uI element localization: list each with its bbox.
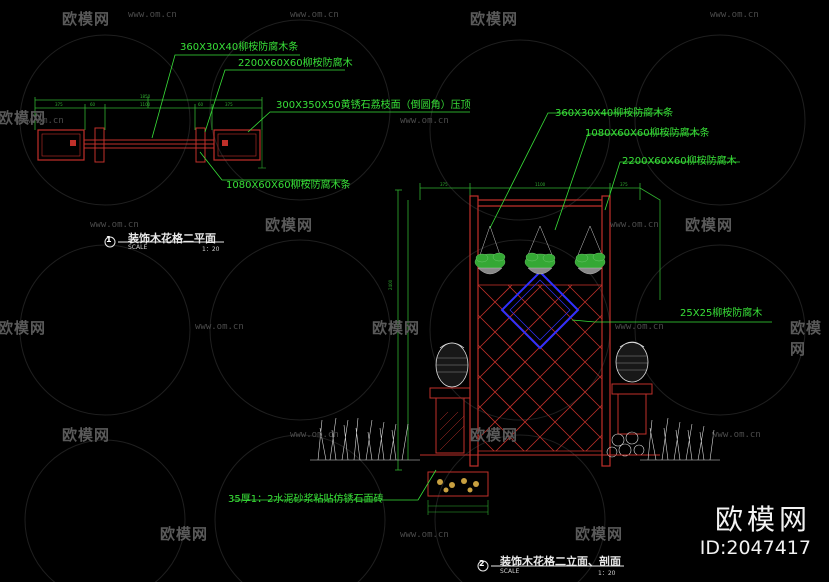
elev-label-lath: 360X30X40柳桉防腐木条 — [555, 108, 674, 119]
plan-label-coping: 300X350X50黄锈石荔枝面（倒圆角）压顶 — [276, 100, 471, 111]
svg-text:1100: 1100 — [535, 182, 546, 187]
elevation-scale-value: 1：20 — [598, 570, 616, 577]
elev-label-lattice: 25X25柳桉防腐木 — [680, 308, 763, 319]
watermark-brand: 欧模网 — [685, 216, 734, 234]
watermark-url: www.om.cn — [712, 430, 761, 440]
svg-text:2400: 2400 — [388, 279, 393, 290]
watermark-brand: 欧模网 — [265, 216, 314, 234]
grass — [310, 417, 720, 461]
watermark-url: www.om.cn — [710, 10, 759, 20]
watermark-brand: 欧模网 — [372, 319, 421, 337]
lattice — [477, 284, 603, 452]
watermark-brand: 欧模网 — [575, 525, 624, 543]
watermark-brand: 欧模网 — [160, 525, 209, 543]
svg-text:375: 375 — [55, 102, 63, 107]
elev-label-tile: 35厚1：2水泥砂浆粘贴仿锈石面砖 — [228, 494, 384, 505]
svg-text:1100: 1100 — [140, 102, 151, 107]
watermark-circles — [19, 19, 806, 582]
elevation-title: 装饰木花格二立面、剖面 — [500, 555, 621, 568]
plan-label-lath: 360X30X40柳桉防腐木条 — [180, 42, 299, 53]
watermark-brand: 欧模网 — [0, 109, 47, 127]
svg-text:375: 375 — [225, 102, 233, 107]
watermark-url: www.om.cn — [290, 10, 339, 20]
elevation-scale-label: SCALE — [500, 568, 520, 575]
svg-text:60: 60 — [198, 102, 204, 107]
svg-text:375: 375 — [440, 182, 448, 187]
watermark-url: www.om.cn — [615, 322, 664, 332]
watermark-url: www.om.cn — [400, 530, 449, 540]
plan-label-rail: 1080X60X60柳桉防腐木条 — [226, 180, 351, 191]
watermark-brand-large: 欧模网 — [714, 503, 811, 536]
watermark-url: www.om.cn — [195, 322, 244, 332]
plant-foliage — [474, 252, 606, 271]
watermark-brand: 欧模网 — [790, 319, 823, 358]
plan-scale-label: SCALE — [128, 244, 148, 251]
watermark-brand: 欧模网 — [0, 319, 47, 337]
elev-label-rail: 1080X60X60柳桉防腐木条 — [585, 128, 710, 139]
watermark-url: www.om.cn — [610, 220, 659, 230]
svg-text:1850: 1850 — [140, 94, 151, 99]
watermark-brand: 欧模网 — [62, 10, 111, 28]
elevation-view: 375 1100 375 2400 — [232, 112, 772, 572]
plan-view: 1850 375 60 1100 60 375 — [34, 54, 470, 248]
plan-scale-value: 1：20 — [202, 246, 220, 253]
right-urn — [615, 341, 649, 383]
watermark-url: www.om.cn — [15, 116, 64, 126]
watermark-url: www.om.cn — [290, 430, 339, 440]
elevation-number: 2 — [479, 559, 485, 568]
watermark-id: ID:2047417 — [699, 537, 811, 559]
plan-label-post: 2200X60X60柳桉防腐木 — [238, 58, 353, 69]
watermark-url: www.om.cn — [90, 220, 139, 230]
svg-text:375: 375 — [620, 182, 628, 187]
hanging-baskets — [479, 225, 603, 256]
plan-number: 1 — [106, 235, 112, 244]
svg-text:60: 60 — [90, 102, 96, 107]
plan-title: 装饰木花格二平面 — [128, 232, 216, 245]
watermark-brand: 欧模网 — [470, 426, 519, 444]
watermark-url: www.om.cn — [128, 10, 177, 20]
elev-label-post: 2200X60X60柳桉防腐木 — [622, 156, 737, 167]
watermark-brand: 欧模网 — [62, 426, 111, 444]
watermark-brand: 欧模网 — [470, 10, 519, 28]
watermark-url: www.om.cn — [400, 116, 449, 126]
diamond-frame — [500, 270, 580, 350]
